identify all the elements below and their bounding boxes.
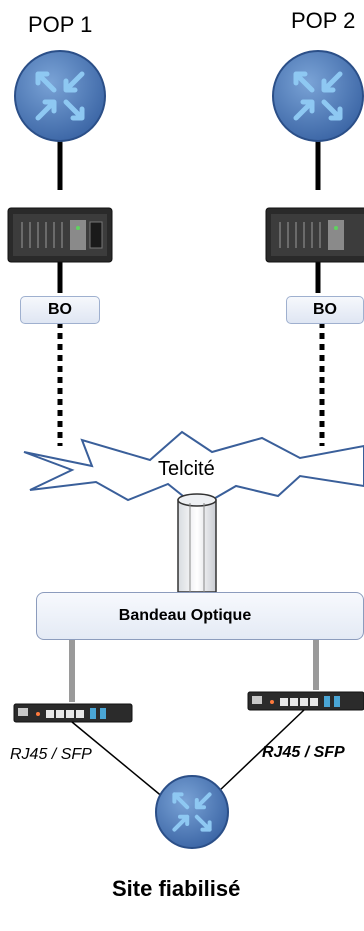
router-icon [272,50,364,142]
router-icon [14,50,106,142]
chassis-icon [265,207,364,263]
site-link-right [217,709,305,793]
bo-box-pop1: BO [20,296,100,324]
pop2-label: POP 2 [291,8,356,33]
bandeau-label: Bandeau Optique [118,607,252,624]
switch-icon [247,691,364,711]
link-label-right: RJ45 / SFP [262,744,345,761]
bo-label: BO [48,301,72,318]
bo-label: BO [313,301,337,318]
bandeau-optique-box: Bandeau Optique [36,592,364,640]
telcite-cloud [23,430,364,510]
chassis-icon [7,207,113,263]
cloud-label: Telcité [158,458,215,480]
bo-box-pop2: BO [286,296,364,324]
link-label-left: RJ45 / SFP [10,746,92,763]
site-link-left [71,721,165,799]
fiber-cable-icon [177,493,217,599]
switch-icon [13,703,133,723]
pop1-label: POP 1 [28,12,93,37]
router-icon [155,775,229,849]
site-label: Site fiabilisé [112,876,241,901]
